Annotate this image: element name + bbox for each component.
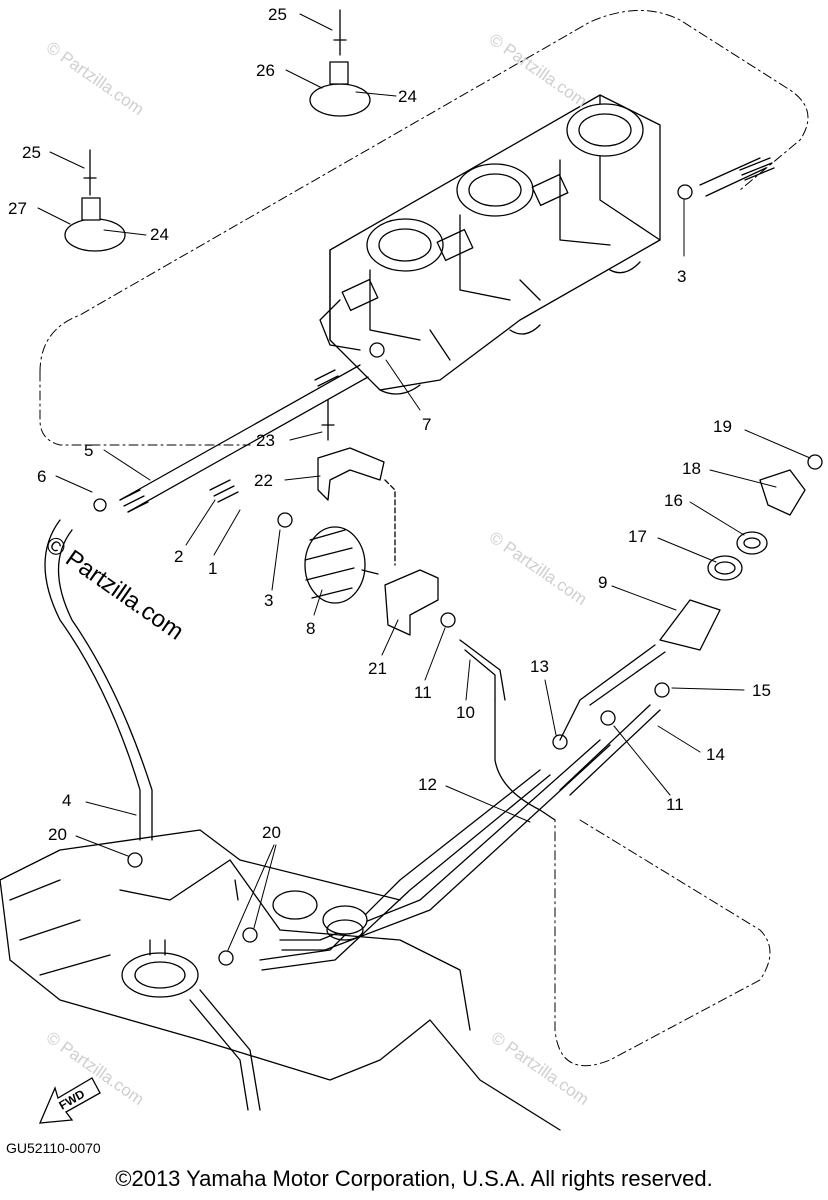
callout-label: 4 bbox=[62, 791, 71, 810]
assembly-outline-lower bbox=[39, 371, 251, 446]
callout-label: 1 bbox=[208, 559, 217, 578]
seal-17 bbox=[707, 555, 743, 581]
callout-label: 16 bbox=[664, 491, 683, 510]
assembly-outline bbox=[39, 10, 809, 373]
bracket-dash bbox=[384, 479, 396, 566]
hose-10 bbox=[459, 639, 506, 701]
callout-label: 20 bbox=[262, 823, 281, 842]
pin-25-left bbox=[83, 149, 97, 196]
fuel-hose-main bbox=[119, 364, 361, 501]
assembly-outline-right bbox=[554, 819, 771, 1067]
watermark: © Partzilla.com bbox=[43, 38, 148, 119]
callout-label: 18 bbox=[682, 459, 701, 478]
hose-spring-3 bbox=[119, 489, 149, 513]
callout-label: 6 bbox=[37, 467, 46, 486]
watermark: © Partzilla.com bbox=[488, 1028, 593, 1109]
callout-label: 10 bbox=[456, 703, 475, 722]
callout-label: 24 bbox=[398, 87, 417, 106]
holder-21 bbox=[384, 569, 439, 636]
callout-label: 26 bbox=[256, 61, 275, 80]
callout-label: 13 bbox=[530, 657, 549, 676]
callouts: 25 26 24 25 27 24 3 7 23 22 5 6 2 1 3 8 … bbox=[8, 5, 771, 844]
callout-label: 2 bbox=[174, 547, 183, 566]
hose-13 bbox=[279, 739, 611, 951]
watermark: © Partzilla.com bbox=[486, 30, 591, 111]
hose-spring-1 bbox=[739, 157, 775, 181]
callout-label: 22 bbox=[254, 471, 273, 490]
callout-label: 17 bbox=[628, 527, 647, 546]
watermark: © Partzilla.com bbox=[486, 528, 591, 609]
callout-label: 12 bbox=[418, 775, 437, 794]
callout-label: 7 bbox=[422, 415, 431, 434]
fuel-hose-main-b bbox=[127, 376, 369, 513]
leader-lines bbox=[37, 13, 811, 951]
callout-label: 5 bbox=[84, 441, 93, 460]
forward-direction-arrow: FWD bbox=[38, 1077, 101, 1124]
carburetor-assembly bbox=[319, 94, 661, 395]
callout-label: 24 bbox=[150, 225, 169, 244]
callout-label: 25 bbox=[268, 5, 287, 24]
callout-label: 15 bbox=[752, 681, 771, 700]
clip-24-left bbox=[64, 218, 126, 252]
callout-label: 20 bbox=[48, 825, 67, 844]
callout-label: 8 bbox=[306, 619, 315, 638]
callout-label: 23 bbox=[256, 431, 275, 450]
callout-label: 21 bbox=[368, 659, 387, 678]
fuel-hose-upper bbox=[699, 157, 767, 197]
callout-label: 3 bbox=[264, 591, 273, 610]
pin-23 bbox=[321, 399, 335, 441]
fuel-filter bbox=[304, 526, 379, 604]
watermark: © Partzilla.com bbox=[43, 1028, 148, 1109]
copyright-notice: ©2013 Yamaha Motor Corporation, U.S.A. A… bbox=[115, 1166, 713, 1191]
hose-spring-4 bbox=[314, 369, 339, 387]
clamps bbox=[93, 184, 693, 966]
bracket-22 bbox=[317, 447, 385, 501]
callout-label: 19 bbox=[713, 417, 732, 436]
clip-24-top bbox=[309, 83, 371, 117]
callout-label: 14 bbox=[706, 745, 725, 764]
hose-9-body bbox=[659, 599, 721, 651]
hose-14 bbox=[559, 704, 661, 796]
fuel-hose-4 bbox=[44, 519, 153, 841]
screw-19 bbox=[807, 454, 823, 470]
callout-label: 25 bbox=[22, 143, 41, 162]
callout-label: 11 bbox=[414, 683, 432, 702]
pin-25-top bbox=[333, 9, 347, 56]
callout-label: 3 bbox=[677, 267, 686, 286]
callout-label: 11 bbox=[666, 795, 684, 814]
callout-label: 9 bbox=[598, 573, 607, 592]
cap-18 bbox=[759, 469, 806, 516]
callout-label: 27 bbox=[8, 199, 27, 218]
grommet-16 bbox=[736, 531, 768, 555]
watermark-large: © Partzilla.com bbox=[41, 531, 189, 646]
fuel-tank bbox=[0, 829, 561, 1131]
diagram-code: GU52110-0070 bbox=[6, 1140, 101, 1156]
hose-spring-2 bbox=[209, 479, 239, 503]
